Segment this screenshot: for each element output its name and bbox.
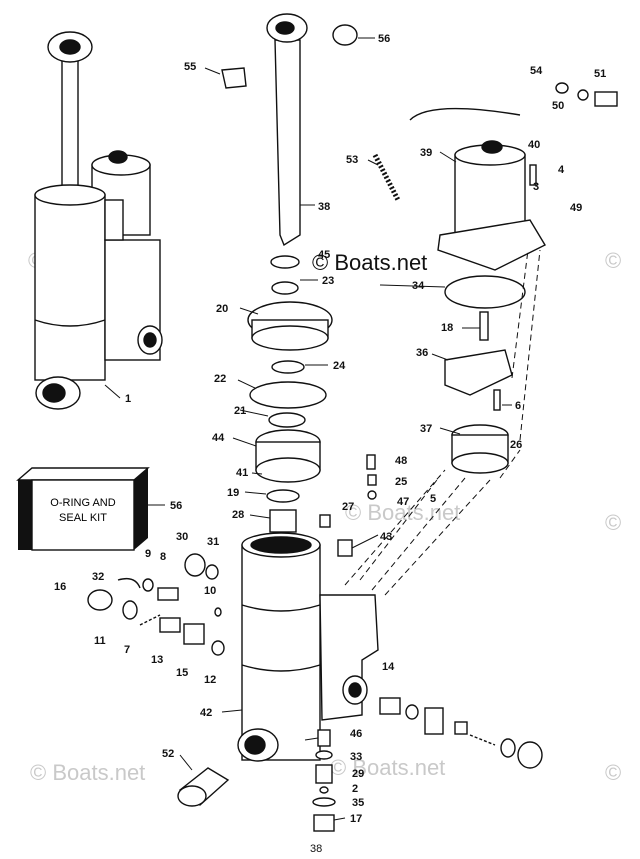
- callout-37: 37: [420, 423, 432, 435]
- callout-38: 38: [318, 201, 330, 213]
- watermark-center-mid: © Boats.net: [345, 500, 460, 525]
- exploded-parts: [177, 13, 379, 832]
- valve-parts-left: [87, 454, 543, 769]
- callout-35: 35: [352, 797, 364, 809]
- watermark-center-bottom: © Boats.net: [330, 755, 445, 780]
- callout-33: 33: [350, 751, 362, 763]
- callout-39: 39: [420, 147, 432, 159]
- watermark-left-bottom: © Boats.net: [30, 760, 145, 785]
- callout-28: 28: [232, 509, 244, 521]
- callout-1: 1: [125, 393, 131, 405]
- callout-7: 7: [124, 644, 130, 656]
- callout-10: 10: [204, 585, 216, 597]
- callout-20: 20: [216, 303, 228, 315]
- callout-34: 34: [412, 280, 425, 292]
- callout-12: 12: [204, 674, 216, 686]
- callout-49: 49: [570, 202, 582, 214]
- callout-52: 52: [162, 748, 174, 760]
- callout-labels: 1 2 3 4 5 6 7 8 9 10 11 12 13 14 15 16 1…: [54, 33, 606, 825]
- callout-41: 41: [236, 467, 248, 479]
- watermark-right-mid: ©: [605, 510, 621, 535]
- callout-53: 53: [346, 154, 358, 166]
- kit-label-line2: SEAL KIT: [59, 512, 107, 524]
- callout-21: 21: [234, 405, 246, 417]
- callout-5: 5: [430, 493, 436, 505]
- callout-16: 16: [54, 581, 66, 593]
- callout-43: 43: [380, 531, 392, 543]
- assembled-tilt-unit: [34, 31, 163, 410]
- kit-label-line1: O-RING AND: [50, 497, 115, 509]
- callout-15: 15: [176, 667, 188, 679]
- callout-11: 11: [94, 635, 106, 647]
- callout-54: 54: [530, 65, 543, 77]
- callout-3: 3: [533, 181, 539, 193]
- callout-56-top: 56: [378, 33, 390, 45]
- callout-25: 25: [395, 476, 407, 488]
- watermark-right-top: ©: [605, 248, 621, 273]
- callout-30: 30: [176, 531, 188, 543]
- callout-29: 29: [352, 768, 364, 780]
- oring-seal-kit-box: O-RING AND SEAL KIT: [16, 467, 150, 551]
- callout-18: 18: [441, 322, 453, 334]
- leader-lines: [104, 37, 541, 821]
- callout-48: 48: [395, 455, 407, 467]
- callout-22: 22: [214, 373, 226, 385]
- callout-24: 24: [333, 360, 346, 372]
- callout-32: 32: [92, 571, 104, 583]
- callout-40: 40: [528, 139, 540, 151]
- callout-51: 51: [594, 68, 606, 80]
- callout-36: 36: [416, 347, 428, 359]
- callout-23: 23: [322, 275, 334, 287]
- callout-17: 17: [350, 813, 362, 825]
- callout-45: 45: [318, 249, 330, 261]
- callout-13: 13: [151, 654, 163, 666]
- callout-42: 42: [200, 707, 212, 719]
- page-number: 38: [310, 843, 322, 854]
- callout-8: 8: [160, 551, 166, 563]
- callout-9: 9: [145, 548, 151, 560]
- watermark-dark: © Boats.net: [312, 250, 427, 275]
- callout-44: 44: [212, 432, 225, 444]
- callout-47: 47: [397, 496, 409, 508]
- callout-19: 19: [227, 487, 239, 499]
- callout-50: 50: [552, 100, 564, 112]
- callout-46: 46: [350, 728, 362, 740]
- callout-26: 26: [510, 439, 522, 451]
- callout-55: 55: [184, 61, 196, 73]
- motor-assembly: [372, 82, 618, 474]
- callout-31: 31: [207, 536, 219, 548]
- callout-27: 27: [342, 501, 354, 513]
- callout-4: 4: [558, 164, 565, 176]
- callout-2: 2: [352, 783, 358, 795]
- callout-6: 6: [515, 400, 521, 412]
- callout-14: 14: [382, 661, 395, 673]
- callout-56-kit: 56: [170, 500, 182, 512]
- watermark-right-bottom: ©: [605, 760, 621, 785]
